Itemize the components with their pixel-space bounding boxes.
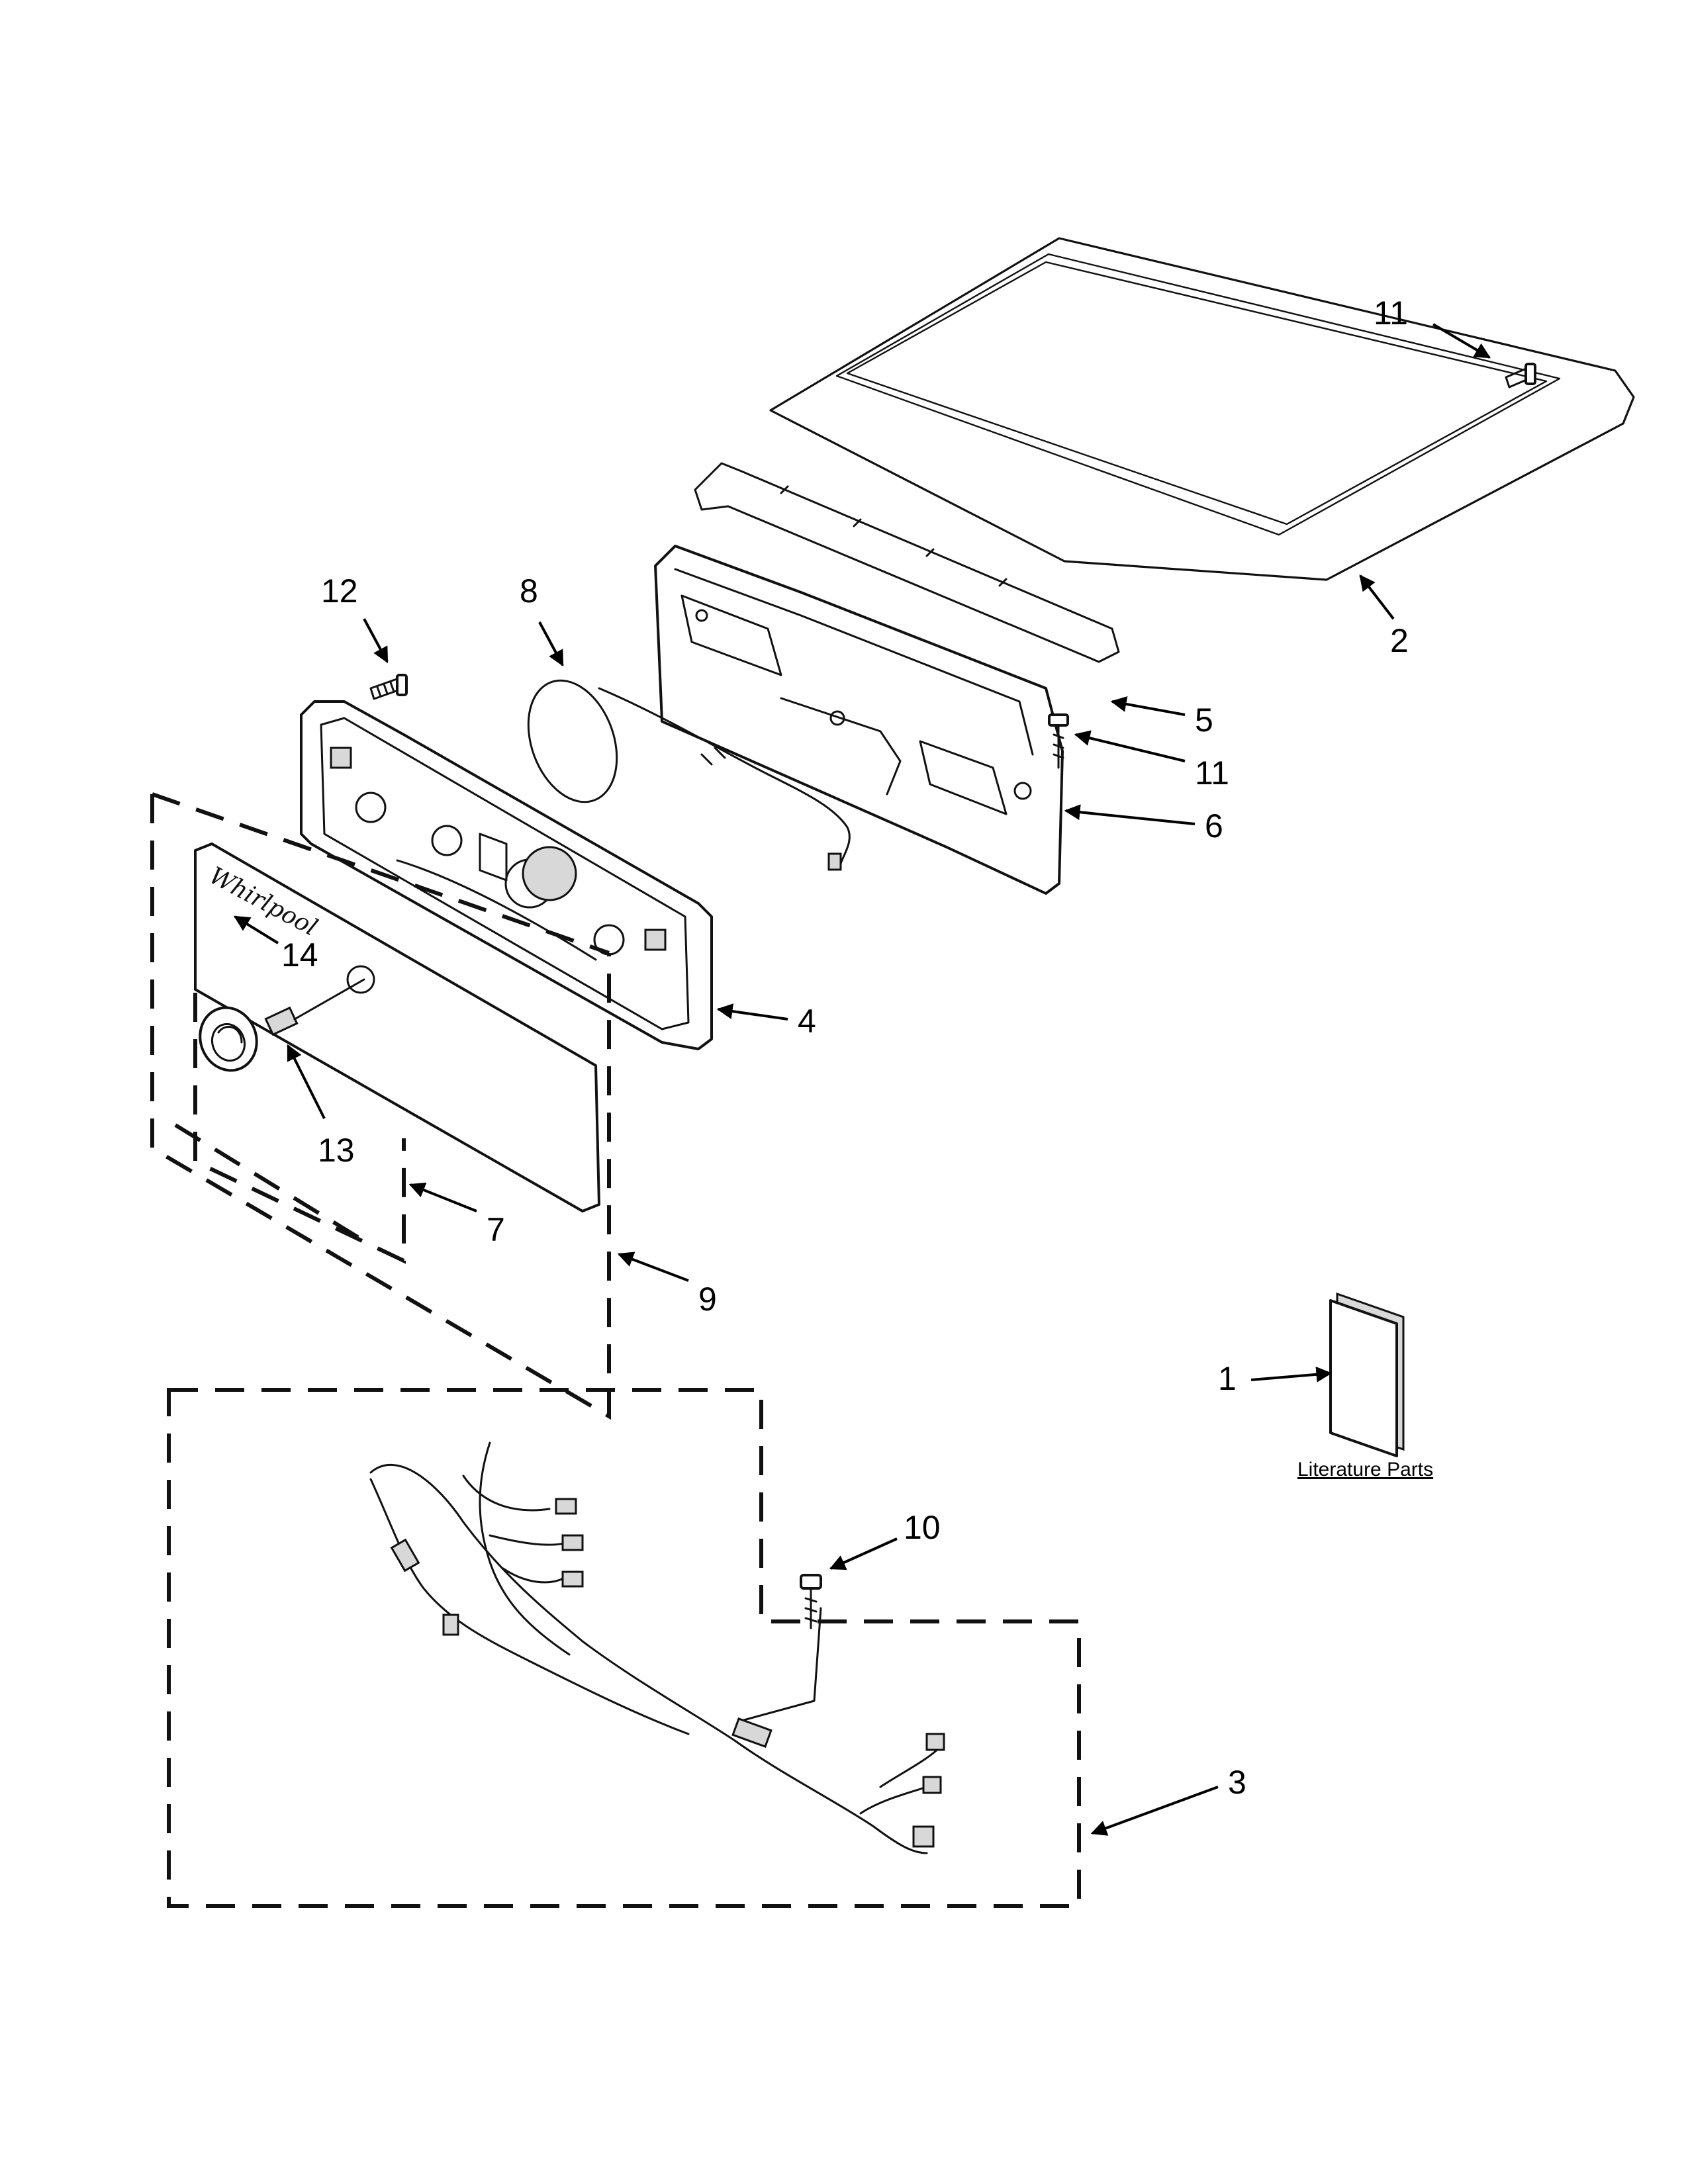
screw-10: [800, 1574, 822, 1629]
wire-harness: [369, 1441, 945, 1854]
leader-1: [1250, 1366, 1333, 1383]
screw-11-top: [1505, 363, 1536, 388]
callout-11b: 11: [1195, 754, 1229, 792]
rear-bracket: [694, 462, 1120, 663]
boundary-7-bottom: [174, 1123, 365, 1243]
leader-11b: [1074, 730, 1186, 762]
callout-2: 2: [1390, 622, 1409, 659]
leader-6: [1064, 804, 1196, 825]
knob-assembly: [199, 978, 365, 1072]
boundary-3: [167, 1388, 1081, 1908]
callout-13: 13: [318, 1132, 355, 1169]
callout-14: 14: [281, 936, 318, 974]
leader-8: [538, 621, 564, 667]
console-rear-panel: [654, 545, 1064, 895]
leader-5: [1110, 696, 1186, 716]
ring-harness: [527, 679, 851, 871]
boundary-9-top: [152, 792, 610, 955]
leader-4: [716, 1003, 788, 1021]
callout-9: 9: [698, 1281, 717, 1318]
boundary-9: [150, 794, 611, 1420]
leader-12: [363, 618, 389, 664]
leader-11a: [1432, 323, 1491, 359]
front-console: [300, 700, 713, 1050]
console-overlay: Whirlpool: [194, 842, 600, 1212]
callout-6: 6: [1205, 807, 1223, 844]
literature-parts: [1329, 1292, 1405, 1457]
leader-2: [1359, 574, 1395, 620]
callout-11a: 11: [1374, 295, 1408, 332]
literature-parts-label: Literature Parts: [1297, 1459, 1433, 1480]
leader-7: [408, 1182, 477, 1212]
leader-14: [233, 915, 279, 944]
top-panel: [769, 237, 1635, 581]
leader-10: [829, 1537, 898, 1570]
leader-3: [1090, 1786, 1219, 1836]
callout-5: 5: [1195, 702, 1213, 739]
callout-12: 12: [321, 572, 358, 610]
leader-13: [287, 1044, 326, 1119]
boundary-7: [193, 993, 406, 1264]
callout-8: 8: [520, 572, 538, 610]
screw-12: [369, 674, 408, 700]
leader-9: [617, 1251, 689, 1282]
callout-10: 10: [904, 1509, 941, 1546]
screw-11-mid: [1048, 713, 1069, 769]
callout-7: 7: [487, 1211, 505, 1248]
callout-4: 4: [798, 1003, 816, 1040]
callout-3: 3: [1228, 1764, 1246, 1801]
callout-1: 1: [1218, 1360, 1237, 1397]
